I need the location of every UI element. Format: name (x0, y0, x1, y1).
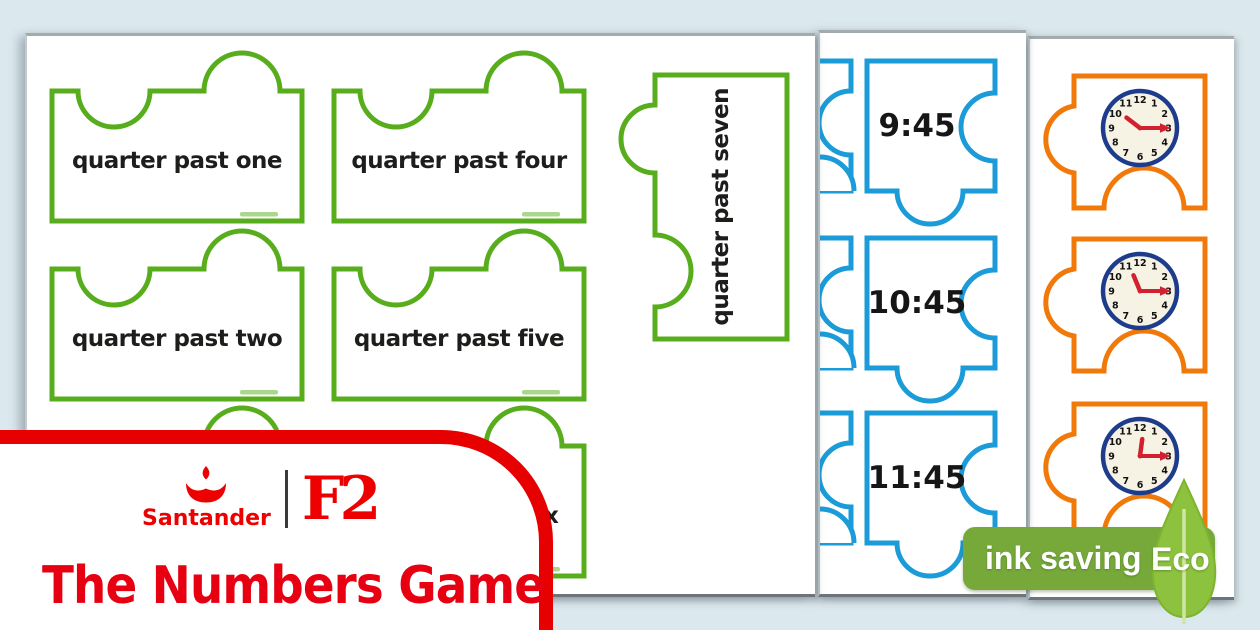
word-label: quarter past five (353, 326, 565, 352)
time-label: 10:45 (867, 285, 967, 321)
analog-clock-icon: 123456789101112 (1100, 416, 1180, 496)
word-label: quarter past one (71, 148, 283, 174)
eco-label: Eco (1151, 541, 1210, 577)
svg-text:5: 5 (1151, 476, 1158, 487)
time-label: 11:45 (867, 460, 967, 496)
svg-text:9: 9 (1108, 286, 1115, 297)
eco-leaf-icon (1151, 477, 1217, 624)
page-clocks: 1234567891011121234567891011121234567891… (1028, 36, 1234, 600)
svg-text:6: 6 (1137, 152, 1144, 163)
svg-text:1: 1 (1151, 262, 1158, 273)
svg-text:1: 1 (1151, 427, 1158, 438)
svg-text:2: 2 (1161, 272, 1168, 283)
puzzle-piece-outline (331, 228, 587, 402)
svg-text:9: 9 (1108, 123, 1115, 134)
svg-text:7: 7 (1122, 148, 1129, 159)
svg-text:7: 7 (1122, 476, 1129, 487)
puzzle-piece-outline (618, 72, 790, 342)
word-label: quarter past two (71, 326, 283, 352)
word-label-vertical: quarter past seven (655, 75, 787, 339)
svg-text:1: 1 (1151, 99, 1158, 110)
word-label: quarter past seven (708, 88, 734, 326)
santander-flame-icon (186, 466, 227, 503)
svg-text:11: 11 (1119, 99, 1132, 110)
svg-text:9: 9 (1108, 451, 1115, 462)
svg-text:12: 12 (1133, 95, 1146, 106)
svg-text:6: 6 (1137, 480, 1144, 491)
page-digital: 9:45 10:45 11:45 (818, 30, 1026, 597)
puzzle-piece-outline (49, 228, 305, 402)
svg-text:11: 11 (1119, 262, 1132, 273)
santander-wordmark: Santander (142, 506, 271, 531)
brand-divider (284, 469, 288, 528)
svg-text:10: 10 (1109, 272, 1123, 283)
svg-text:4: 4 (1161, 466, 1168, 477)
numbers-game-title: The Numbers Game (42, 556, 546, 616)
svg-text:6: 6 (1137, 315, 1144, 326)
puzzle-piece-fragment (820, 58, 857, 194)
svg-text:2: 2 (1161, 109, 1168, 120)
svg-text:8: 8 (1112, 301, 1119, 312)
word-label: quarter past four (351, 148, 567, 174)
svg-text:12: 12 (1133, 423, 1146, 434)
f2-logo: F2 (301, 463, 381, 534)
ink-saving-label: ink saving (985, 540, 1142, 576)
svg-text:12: 12 (1133, 258, 1146, 269)
santander-logo: Santander (142, 466, 271, 531)
svg-text:2: 2 (1161, 437, 1168, 448)
brand-panel: Santander F2 The Numbers Game (0, 430, 553, 630)
svg-text:10: 10 (1109, 437, 1123, 448)
brand-row: Santander F2 (142, 463, 381, 534)
svg-text:11: 11 (1119, 427, 1132, 438)
analog-clock-icon: 123456789101112 (1100, 251, 1180, 331)
puzzle-piece-outline (49, 50, 305, 224)
puzzle-piece-outline (864, 235, 998, 404)
svg-text:4: 4 (1161, 301, 1168, 312)
time-label: 9:45 (878, 108, 956, 144)
svg-text:5: 5 (1151, 311, 1158, 322)
svg-text:7: 7 (1122, 311, 1129, 322)
svg-text:5: 5 (1151, 148, 1158, 159)
analog-clock-icon: 123456789101112 (1100, 88, 1180, 168)
svg-text:10: 10 (1109, 109, 1123, 120)
svg-text:8: 8 (1112, 466, 1119, 477)
svg-text:8: 8 (1112, 138, 1119, 149)
puzzle-piece-fragment (820, 235, 857, 371)
puzzle-piece-fragment (820, 410, 857, 546)
puzzle-piece-outline (331, 50, 587, 224)
svg-text:4: 4 (1161, 138, 1168, 149)
puzzle-piece-outline (864, 58, 998, 227)
